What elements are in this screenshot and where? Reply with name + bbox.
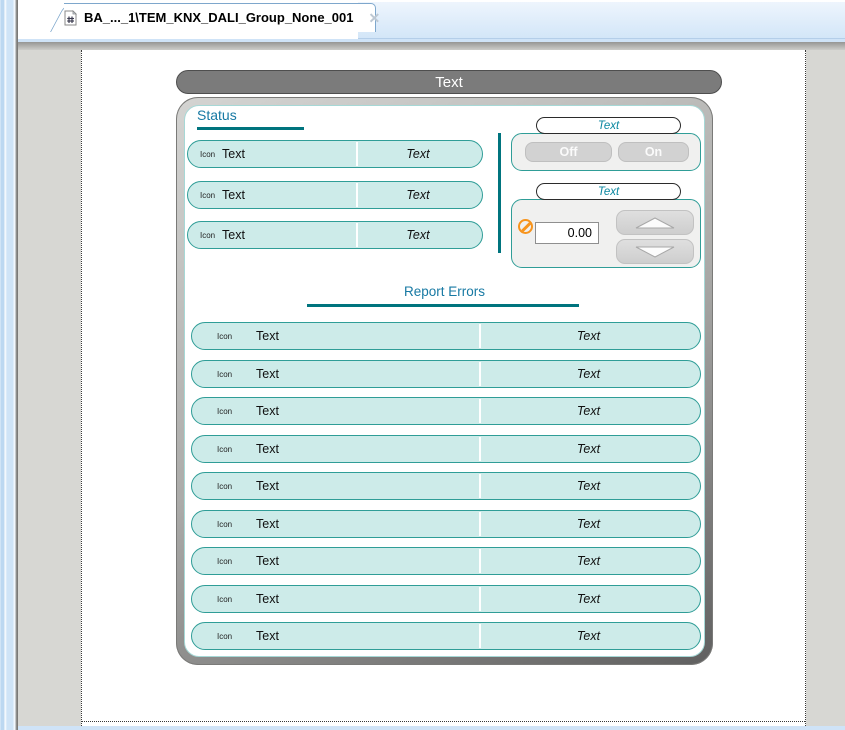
report-row-value: Text (576, 367, 601, 381)
report-row-name: Text (256, 329, 279, 343)
report-row[interactable]: Icon Text Text (191, 397, 701, 425)
row-divider (479, 362, 481, 386)
icon-placeholder: Icon (217, 519, 233, 529)
section-divider (498, 133, 501, 253)
status-row-value: Text (406, 147, 430, 161)
document-icon (64, 9, 77, 25)
window-bottom-frame (18, 726, 845, 730)
document-tab[interactable]: BA_..._1\TEM_KNX_DALI_Group_None_001 ✕ (48, 3, 380, 32)
report-errors-underline (307, 304, 579, 307)
switch-group: Off On (511, 133, 701, 171)
tab-body (64, 3, 376, 32)
row-divider (479, 549, 481, 573)
report-row[interactable]: Icon Text Text (191, 547, 701, 575)
report-row-name: Text (256, 554, 279, 568)
spinner-group-title: Text (536, 183, 681, 200)
decrement-button[interactable] (616, 239, 694, 264)
status-row-name: Text (222, 147, 245, 161)
report-row[interactable]: Icon Text Text (191, 622, 701, 650)
report-row-name: Text (256, 367, 279, 381)
report-row-name: Text (256, 404, 279, 418)
icon-placeholder: Icon (217, 406, 233, 416)
no-entry-icon (518, 219, 533, 234)
tab-bar-underline (18, 39, 845, 42)
report-row-value: Text (576, 554, 601, 568)
row-divider (479, 399, 481, 423)
icon-placeholder: Icon (217, 594, 233, 604)
canvas-top-shadow (18, 42, 845, 50)
tab-bar-background (358, 2, 845, 39)
status-row-name: Text (222, 228, 245, 242)
report-row-value: Text (576, 629, 601, 643)
switch-group-title: Text (536, 117, 681, 134)
arrow-up-icon (635, 216, 675, 228)
status-row[interactable]: Icon Text Text (187, 140, 483, 168)
report-row[interactable]: Icon Text Text (191, 435, 701, 463)
report-errors-heading: Report Errors (403, 284, 486, 299)
report-row-name: Text (256, 479, 279, 493)
report-row-name: Text (256, 442, 279, 456)
main-panel: Status Icon Text Text Icon Text Text Ico… (176, 97, 713, 665)
off-button[interactable]: Off (525, 142, 612, 162)
icon-placeholder: Icon (217, 631, 233, 641)
report-row-value: Text (576, 329, 601, 343)
row-divider (479, 324, 481, 348)
report-row-name: Text (256, 517, 279, 531)
report-row[interactable]: Icon Text Text (191, 510, 701, 538)
status-row-value: Text (406, 188, 430, 202)
row-divider (356, 223, 358, 247)
row-divider (479, 587, 481, 611)
report-row-value: Text (576, 479, 601, 493)
row-divider (479, 512, 481, 536)
window-left-frame (0, 0, 18, 730)
arrow-down-icon (635, 246, 675, 258)
design-canvas[interactable]: Text Status Icon Text Text Icon Text Tex… (18, 42, 845, 726)
icon-placeholder: Icon (217, 369, 233, 379)
status-heading: Status (197, 107, 237, 123)
status-row[interactable]: Icon Text Text (187, 221, 483, 249)
tab-title: BA_..._1\TEM_KNX_DALI_Group_None_001 (84, 10, 354, 25)
close-icon[interactable]: ✕ (368, 9, 381, 26)
report-row-value: Text (576, 517, 601, 531)
report-row-value: Text (576, 404, 601, 418)
row-divider (479, 474, 481, 498)
page-margin-bottom-dash (82, 721, 805, 722)
icon-placeholder: Icon (217, 481, 233, 491)
report-row-value: Text (576, 442, 601, 456)
switch-group-title-label: Text (597, 119, 620, 132)
status-row-name: Text (222, 188, 245, 202)
status-row[interactable]: Icon Text Text (187, 181, 483, 209)
tab-content: BA_..._1\TEM_KNX_DALI_Group_None_001 ✕ (64, 3, 380, 32)
report-row[interactable]: Icon Text Text (191, 322, 701, 350)
title-bar-widget[interactable]: Text (176, 70, 722, 94)
report-row[interactable]: Icon Text Text (191, 472, 701, 500)
document-tab-bar: BA_..._1\TEM_KNX_DALI_Group_None_001 ✕ (18, 0, 845, 42)
icon-placeholder: Icon (200, 230, 216, 240)
icon-placeholder: Icon (217, 444, 233, 454)
report-row[interactable]: Icon Text Text (191, 585, 701, 613)
icon-placeholder: Icon (217, 556, 233, 566)
status-heading-underline (197, 127, 304, 130)
icon-placeholder: Icon (200, 190, 216, 200)
row-divider (479, 624, 481, 648)
increment-button[interactable] (616, 210, 694, 235)
value-input[interactable]: 0.00 (535, 222, 599, 244)
report-row[interactable]: Icon Text Text (191, 360, 701, 388)
report-row-name: Text (256, 592, 279, 606)
icon-placeholder: Icon (217, 331, 233, 341)
row-divider (479, 437, 481, 461)
status-row-value: Text (406, 228, 430, 242)
report-row-value: Text (576, 592, 601, 606)
spinner-group: 0.00 (511, 199, 701, 268)
page-surface: Text Status Icon Text Text Icon Text Tex… (81, 50, 806, 726)
spinner-group-title-label: Text (597, 185, 620, 198)
title-bar-label: Text (435, 73, 463, 91)
row-divider (356, 142, 358, 166)
report-row-name: Text (256, 629, 279, 643)
row-divider (356, 183, 358, 207)
on-button[interactable]: On (618, 142, 689, 162)
icon-placeholder: Icon (200, 149, 216, 159)
